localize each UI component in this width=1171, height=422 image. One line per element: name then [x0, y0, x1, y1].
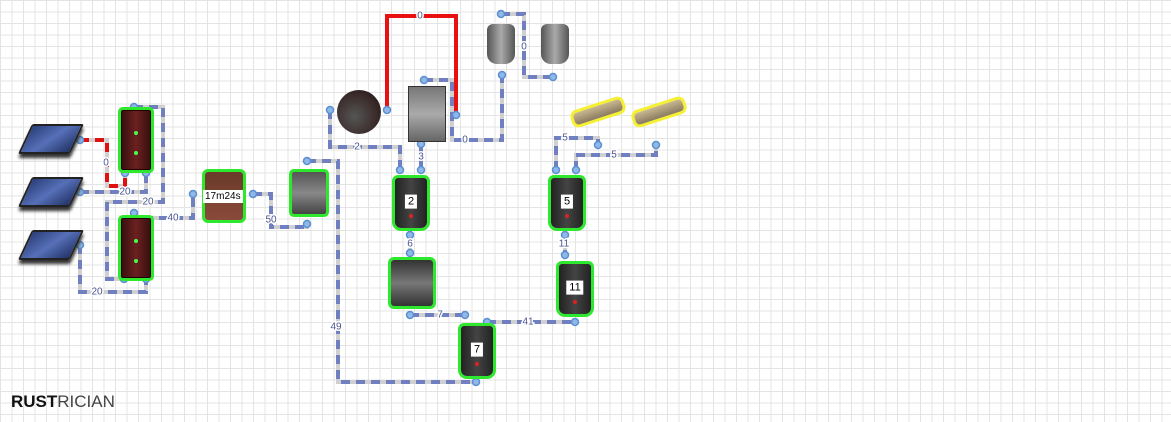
wire-rail2[interactable]	[574, 145, 658, 170]
large-battery[interactable]	[121, 218, 151, 278]
wire-base	[501, 12, 553, 79]
battery-label: 2	[404, 194, 418, 209]
wire-label: 7	[437, 310, 443, 321]
connector-port[interactable]	[460, 310, 470, 320]
connector-port[interactable]	[560, 230, 570, 240]
sensor-device[interactable]	[391, 260, 433, 306]
connector-port[interactable]	[651, 140, 661, 150]
wire-label: 49	[330, 322, 342, 333]
connector-port[interactable]	[141, 168, 151, 178]
battery-7[interactable]: 7	[461, 326, 493, 376]
battery-label: 7	[470, 342, 484, 357]
connector-port[interactable]	[497, 70, 507, 80]
connector-port[interactable]	[395, 165, 405, 175]
logo-light: RICIAN	[57, 392, 115, 411]
siren-light[interactable]	[337, 90, 381, 134]
wire-label: 20	[91, 287, 103, 298]
wire-solar1[interactable]	[80, 138, 127, 188]
battery-11[interactable]: 11	[559, 264, 591, 314]
door-controller[interactable]	[408, 86, 446, 142]
connector-port[interactable]	[593, 140, 603, 150]
battery-2[interactable]: 2	[395, 178, 427, 228]
connector-port[interactable]	[548, 72, 558, 82]
wire-siren[interactable]	[328, 110, 402, 170]
connector-port[interactable]	[471, 377, 481, 387]
wire-box-b7[interactable]	[307, 159, 476, 384]
wire-label: 20	[142, 197, 154, 208]
connector-port[interactable]	[302, 156, 312, 166]
water-tank[interactable]	[541, 24, 569, 64]
wire-label: 20	[119, 187, 131, 198]
wire-solar3[interactable]	[78, 245, 148, 294]
wire-label: 0	[462, 135, 468, 146]
connector-port[interactable]	[405, 230, 415, 240]
wire-solar2[interactable]	[80, 173, 148, 194]
wire-timer-out[interactable]	[253, 192, 309, 229]
wire-panel-tanks[interactable]	[424, 75, 504, 142]
wire-battery-chain[interactable]	[105, 105, 165, 281]
battery-5[interactable]: 5	[551, 178, 583, 228]
large-battery[interactable]	[121, 110, 151, 170]
connector-port[interactable]	[451, 110, 461, 120]
electrical-branch[interactable]	[292, 172, 326, 214]
connector-port[interactable]	[405, 248, 415, 258]
wire-label: 41	[522, 317, 534, 328]
connector-port[interactable]	[120, 168, 130, 178]
connector-port[interactable]	[560, 250, 570, 260]
battery-label: 5	[560, 194, 574, 209]
wire-label: 0	[103, 158, 109, 169]
connector-port[interactable]	[496, 9, 506, 19]
connector-port[interactable]	[302, 219, 312, 229]
logo-bold: RUST	[11, 392, 58, 411]
connector-port[interactable]	[416, 165, 426, 175]
connector-port[interactable]	[419, 75, 429, 85]
connector-port[interactable]	[248, 189, 258, 199]
wire-label: 50	[265, 215, 277, 226]
water-tank[interactable]	[487, 24, 515, 64]
wire-label: 5	[611, 150, 617, 161]
timer[interactable]: 17m24s	[203, 172, 243, 220]
connector-port[interactable]	[551, 165, 561, 175]
connector-port[interactable]	[129, 208, 139, 218]
connector-port[interactable]	[570, 317, 580, 327]
connector-port[interactable]	[325, 105, 335, 115]
wire-label: 0	[417, 11, 423, 22]
battery-label: 11	[566, 280, 584, 295]
wire-red-loop[interactable]	[385, 14, 458, 115]
wire-label: 5	[562, 133, 568, 144]
wire-label: 6	[407, 239, 413, 250]
timer-label: 17m24s	[203, 190, 243, 203]
rustrician-logo: RUSTRICIAN	[11, 392, 115, 412]
wire-label: 11	[559, 239, 570, 250]
wire-label: 0	[521, 42, 527, 53]
connector-port[interactable]	[188, 189, 198, 199]
wire-label: 3	[418, 152, 424, 163]
connector-port[interactable]	[382, 105, 392, 115]
wire-label: 40	[167, 213, 179, 224]
connector-port[interactable]	[482, 317, 492, 327]
wire-base	[80, 173, 148, 194]
wire-label: 2	[354, 142, 360, 153]
connector-port[interactable]	[405, 310, 415, 320]
connector-port[interactable]	[571, 165, 581, 175]
